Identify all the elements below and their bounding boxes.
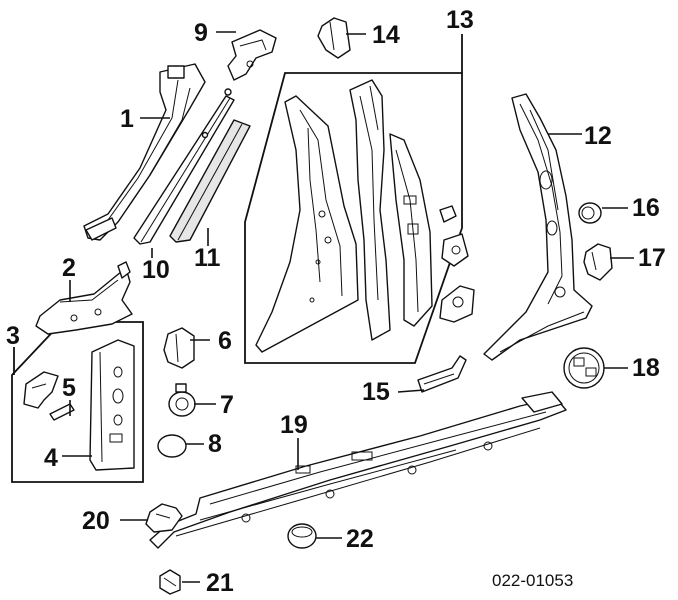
callout-2: 2 [62, 254, 76, 282]
callout-20: 20 [82, 507, 110, 535]
leader-15 [397, 389, 425, 393]
part-3-bracket [23, 371, 59, 409]
callout-13: 13 [446, 6, 474, 34]
callout-4: 4 [44, 444, 58, 472]
part-18-cover [563, 347, 605, 389]
diagram-code: 022-01053 [492, 571, 573, 590]
leader-lines [62, 31, 634, 583]
callout-15: 15 [362, 378, 390, 406]
callout-labels: 1 2 3 4 5 6 7 8 9 10 11 12 13 14 15 16 1… [6, 6, 666, 597]
callout-19: 19 [280, 411, 308, 439]
callout-21: 21 [206, 569, 234, 597]
part-12-c-pillar [483, 93, 593, 361]
part-8-plug [157, 434, 187, 458]
part-19-rocker [149, 391, 567, 549]
callout-6: 6 [218, 327, 232, 355]
part-4-panel [89, 339, 135, 471]
part-2-bracket [35, 261, 133, 335]
callout-11: 11 [194, 244, 221, 272]
part-14-clip [317, 17, 351, 59]
callout-9: 9 [194, 19, 208, 47]
part-10-strip [133, 88, 235, 245]
part-5-pin [49, 403, 75, 421]
callout-1: 1 [120, 105, 134, 133]
part-11-trim [169, 119, 251, 243]
callout-18: 18 [632, 354, 660, 382]
part-9-bracket [227, 29, 277, 81]
part-22-plug [287, 523, 317, 549]
part-1-a-pillar-inner [83, 63, 206, 241]
callout-14: 14 [372, 21, 400, 49]
callout-12: 12 [584, 122, 612, 150]
callout-10: 10 [142, 256, 170, 284]
callout-3: 3 [6, 322, 20, 350]
part-6-clip [163, 327, 195, 369]
part-13-b-pillar [255, 79, 475, 353]
callout-22: 22 [346, 525, 374, 553]
part-20-bracket [145, 503, 183, 533]
part-17-clip [583, 243, 613, 281]
callout-17: 17 [638, 244, 666, 272]
callout-16: 16 [632, 194, 660, 222]
callout-7: 7 [220, 391, 234, 419]
callout-8: 8 [208, 430, 222, 458]
part-15-strip [417, 355, 467, 393]
callout-5: 5 [62, 374, 76, 402]
part-7-grommet [168, 383, 196, 417]
part-21-clip [159, 569, 181, 595]
part-16-plug [578, 202, 602, 224]
